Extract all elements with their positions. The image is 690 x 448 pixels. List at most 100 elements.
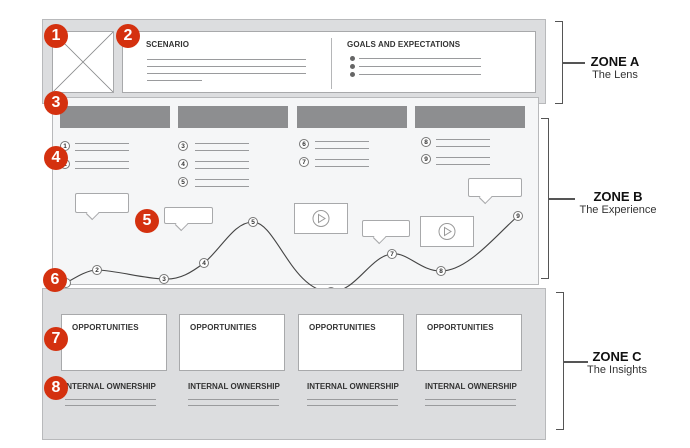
zone-a-label: ZONE A The Lens: [582, 54, 648, 81]
zone-c-bracket: [556, 292, 564, 430]
ownership-text-line: [425, 405, 516, 406]
callout-badge-5: 5: [135, 209, 159, 233]
opportunities-label: OPPORTUNITIES: [72, 323, 139, 332]
curve-point-marker: 5: [248, 217, 258, 227]
zone-b-panel: [52, 97, 539, 285]
zone-b-bracket: [541, 118, 549, 279]
opportunities-card: OPPORTUNITIES: [61, 314, 167, 371]
ownership-text-line: [188, 405, 279, 406]
step-marker: 5: [178, 177, 188, 187]
curve-point-marker: 8: [436, 266, 446, 276]
opportunities-label: OPPORTUNITIES: [309, 323, 376, 332]
step-text-line: [315, 159, 369, 160]
step-text-line: [436, 146, 490, 147]
goal-text-line: [359, 74, 481, 75]
bullet-icon: [350, 64, 355, 69]
scenario-goals-card: SCENARIO GOALS AND EXPECTATIONS: [122, 31, 536, 93]
internal-ownership-label: INTERNAL OWNERSHIP: [425, 382, 517, 391]
step-text-line: [75, 150, 129, 151]
callout-badge-4: 4: [44, 146, 68, 170]
opportunities-label: OPPORTUNITIES: [190, 323, 257, 332]
curve-point-marker: 4: [199, 258, 209, 268]
zone-a-bracket: [555, 21, 563, 104]
comment-bubble: [164, 207, 213, 232]
curve-point-marker: 2: [92, 265, 102, 275]
scenario-title: SCENARIO: [146, 40, 190, 49]
curve-point-marker: 3: [159, 274, 169, 284]
phase-header-bar-3: [297, 106, 407, 128]
comment-bubble: [75, 193, 129, 221]
opportunities-label: OPPORTUNITIES: [427, 323, 494, 332]
callout-badge-7: 7: [44, 327, 68, 351]
internal-ownership-label: INTERNAL OWNERSHIP: [188, 382, 280, 391]
step-text-line: [195, 143, 249, 144]
zone-b-subtitle: The Experience: [579, 204, 657, 216]
ownership-text-line: [307, 399, 398, 400]
scenario-text-line: [147, 73, 306, 74]
step-marker: 7: [299, 157, 309, 167]
zone-c-subtitle: The Insights: [587, 364, 647, 376]
zone-a-connector: [563, 62, 585, 64]
step-text-line: [195, 161, 249, 162]
opportunities-card: OPPORTUNITIES: [298, 314, 404, 371]
phase-header-bar-2: [178, 106, 288, 128]
bullet-icon: [350, 56, 355, 61]
step-text-line: [436, 157, 490, 158]
ownership-text-line: [307, 405, 398, 406]
comment-bubble: [468, 178, 522, 205]
opportunities-card: OPPORTUNITIES: [179, 314, 285, 371]
step-text-line: [75, 168, 129, 169]
internal-ownership-label: INTERNAL OWNERSHIP: [64, 382, 156, 391]
step-text-line: [436, 164, 490, 165]
step-marker: 8: [421, 137, 431, 147]
step-marker: 3: [178, 141, 188, 151]
scenario-text-line: [147, 59, 306, 60]
video-placeholder: [420, 216, 474, 247]
zone-c-title: ZONE C: [592, 349, 642, 364]
callout-badge-1: 1: [44, 24, 68, 48]
scenario-text-line: [147, 80, 202, 81]
zone-b-label: ZONE B The Experience: [568, 189, 668, 216]
step-text-line: [195, 168, 249, 169]
step-text-line: [75, 143, 129, 144]
ownership-text-line: [65, 399, 156, 400]
phase-header-bar-4: [415, 106, 525, 128]
step-text-line: [315, 141, 369, 142]
card-divider: [331, 38, 332, 89]
zone-b-title: ZONE B: [593, 189, 643, 204]
ownership-text-line: [65, 405, 156, 406]
ownership-text-line: [188, 399, 279, 400]
zone-c-label: ZONE C The Insights: [578, 349, 656, 376]
bullet-icon: [350, 72, 355, 77]
zone-c-connector: [564, 361, 588, 363]
step-text-line: [436, 139, 490, 140]
callout-badge-8: 8: [44, 376, 68, 400]
goal-text-line: [359, 66, 481, 67]
step-text-line: [75, 161, 129, 162]
callout-badge-2: 2: [116, 24, 140, 48]
internal-ownership-label: INTERNAL OWNERSHIP: [307, 382, 399, 391]
zone-a-title: ZONE A: [590, 54, 640, 69]
play-icon: [438, 223, 456, 240]
callout-badge-3: 3: [44, 91, 68, 115]
callout-badge-6: 6: [43, 268, 67, 292]
step-marker: 4: [178, 159, 188, 169]
step-marker: 6: [299, 139, 309, 149]
step-text-line: [315, 148, 369, 149]
ownership-text-line: [425, 399, 516, 400]
step-marker: 9: [421, 154, 431, 164]
scenario-text-line: [147, 66, 306, 67]
step-text-line: [315, 166, 369, 167]
goal-text-line: [359, 58, 481, 59]
curve-point-marker: 9: [513, 211, 523, 221]
step-text-line: [195, 186, 249, 187]
goals-title: GOALS AND EXPECTATIONS: [347, 40, 461, 49]
step-text-line: [195, 150, 249, 151]
zone-b-connector: [549, 198, 575, 200]
curve-point-marker: 7: [387, 249, 397, 259]
opportunities-card: OPPORTUNITIES: [416, 314, 522, 371]
zone-a-subtitle: The Lens: [592, 69, 638, 81]
comment-bubble: [362, 220, 410, 245]
emotion-curve-line: [65, 215, 519, 293]
